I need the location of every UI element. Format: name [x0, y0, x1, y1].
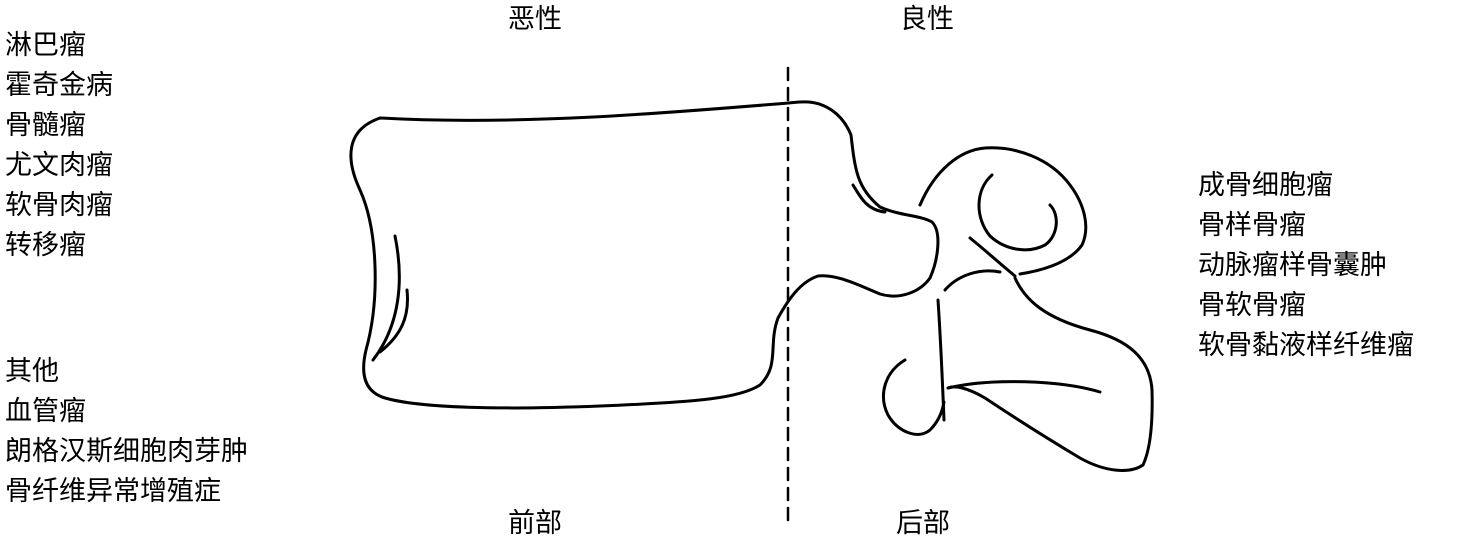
list-item: 尤文肉瘤: [5, 150, 113, 181]
posterior-upper-contour: [851, 183, 887, 214]
list-item: 软骨肉瘤: [5, 190, 113, 221]
articular-joint-line: [943, 269, 1002, 292]
posterior-label: 后部: [896, 508, 950, 539]
inferior-articular-process: [882, 358, 946, 436]
vertebral-body-outline: [349, 100, 940, 410]
list-item: 淋巴瘤: [5, 30, 86, 61]
cortex-line: [378, 288, 410, 354]
cortex-line: [371, 234, 401, 362]
list-item: 骨纤维异常增殖症: [5, 476, 221, 507]
benign-label: 良性: [900, 4, 954, 35]
right-list-benign: 成骨细胞瘤 骨样骨瘤 动脉瘤样骨囊肿 骨软骨瘤 软骨黏液样纤维瘤: [1198, 166, 1414, 366]
anterior-label: 前部: [508, 508, 562, 539]
list-item: 骨软骨瘤: [1198, 290, 1306, 321]
articular-process: [977, 173, 1058, 252]
left-list-malignant: 淋巴瘤 霍奇金病 骨髓瘤 尤文肉瘤 软骨肉瘤 转移瘤: [5, 26, 113, 266]
list-item: 成骨细胞瘤: [1198, 170, 1333, 201]
left-list-other: 其他 血管瘤 朗格汉斯细胞肉芽肿 骨纤维异常增殖症: [5, 352, 248, 512]
list-item: 血管瘤: [5, 396, 86, 427]
list-item: 其他: [5, 356, 59, 387]
list-item: 转移瘤: [5, 230, 86, 261]
lamina-line: [946, 380, 1102, 394]
list-item: 软骨黏液样纤维瘤: [1198, 330, 1414, 361]
list-item: 骨髓瘤: [5, 110, 86, 141]
malignant-label: 恶性: [508, 4, 562, 35]
posterior-upper-contour: [918, 146, 1088, 276]
articular-joint-line: [968, 236, 1017, 278]
list-item: 骨样骨瘤: [1198, 210, 1306, 241]
list-item: 动脉瘤样骨囊肿: [1198, 250, 1387, 281]
list-item: 霍奇金病: [5, 70, 113, 101]
list-item: 朗格汉斯细胞肉芽肿: [5, 436, 248, 467]
spinous-process-outline: [946, 276, 1154, 472]
